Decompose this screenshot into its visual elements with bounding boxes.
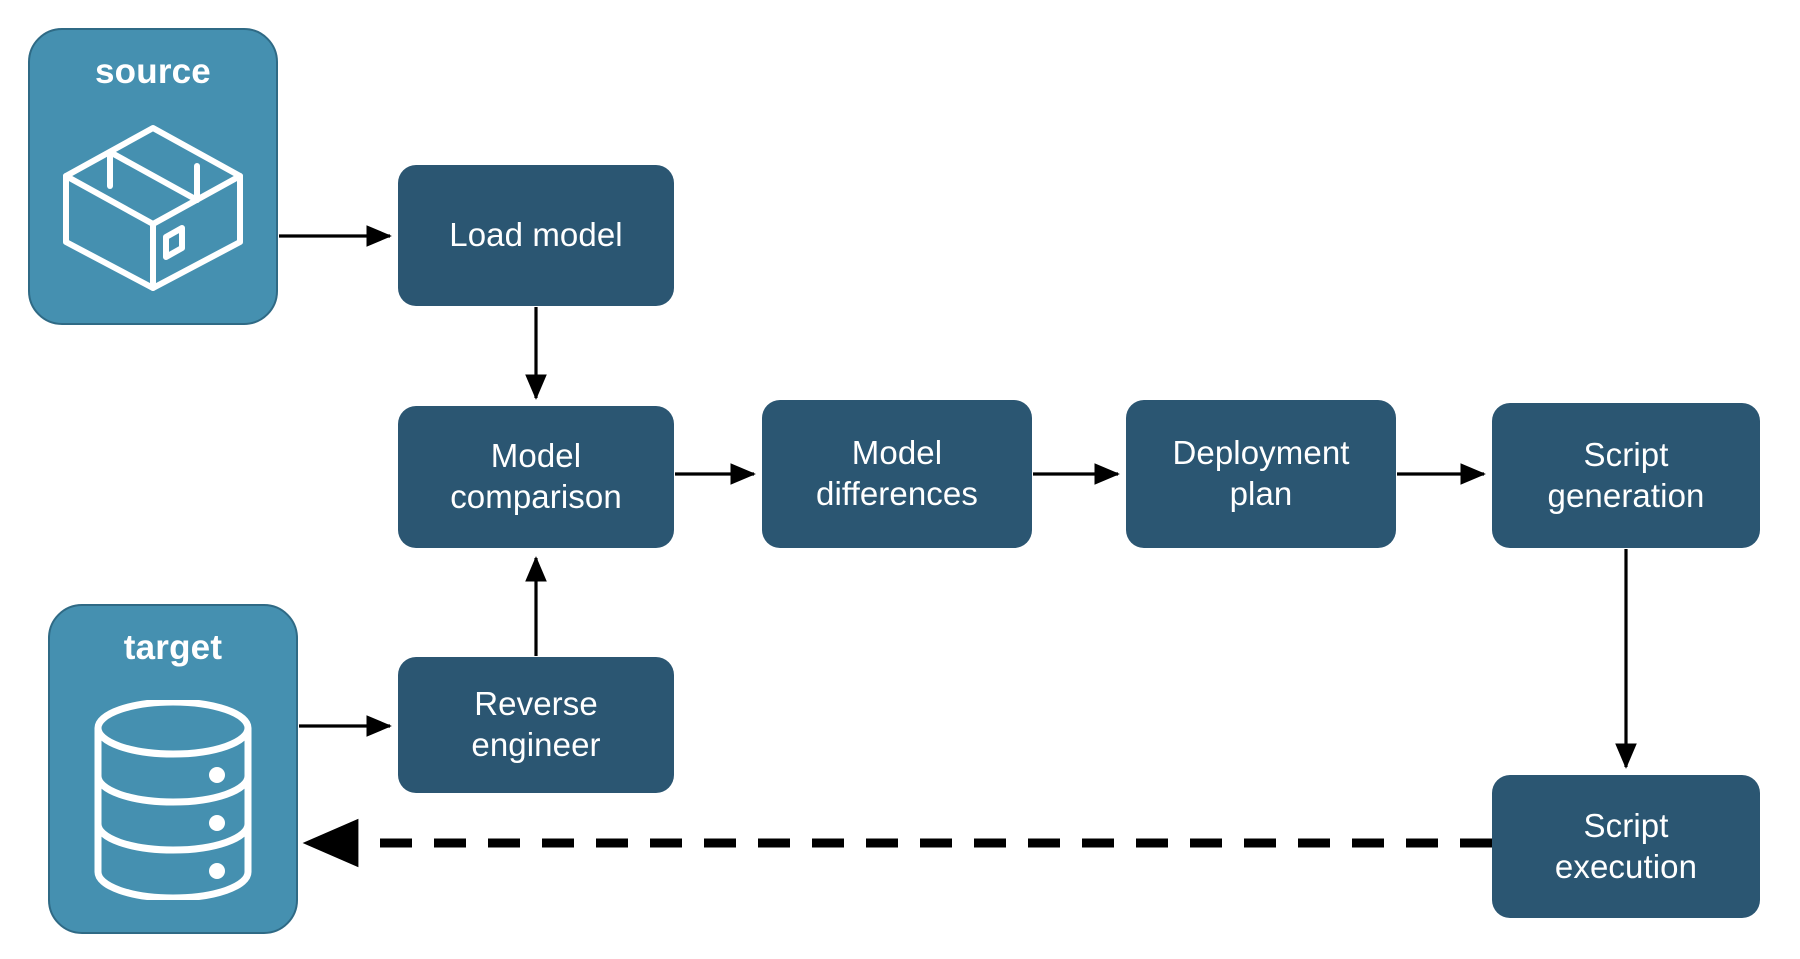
node-target[interactable]: target	[48, 604, 298, 934]
node-source-label: source	[95, 52, 211, 91]
package-box-icon	[30, 92, 276, 323]
node-model-comparison-label: Model comparison	[450, 437, 622, 515]
node-script-execution-label: Script execution	[1554, 806, 1698, 885]
node-source[interactable]: source	[28, 28, 278, 325]
node-script-generation[interactable]: Script generation	[1492, 403, 1760, 548]
node-model-differences[interactable]: Model differences	[762, 400, 1032, 548]
node-reverse-engineer[interactable]: Reverse engineer	[398, 657, 674, 793]
database-cylinder-icon	[50, 668, 296, 932]
node-script-execution[interactable]: Script execution	[1492, 775, 1760, 918]
node-model-differences-label: Model differences	[816, 434, 978, 512]
node-script-generation-label: Script generation	[1547, 435, 1705, 514]
node-target-label: target	[123, 628, 223, 667]
node-load-model[interactable]: Load model	[398, 165, 674, 306]
node-deployment-plan[interactable]: Deployment plan	[1126, 400, 1396, 548]
node-deployment-plan-label: Deployment plan	[1172, 434, 1350, 512]
node-load-model-label: Load model	[449, 216, 623, 254]
node-model-comparison[interactable]: Model comparison	[398, 406, 674, 548]
node-reverse-engineer-label: Reverse engineer	[471, 685, 601, 763]
